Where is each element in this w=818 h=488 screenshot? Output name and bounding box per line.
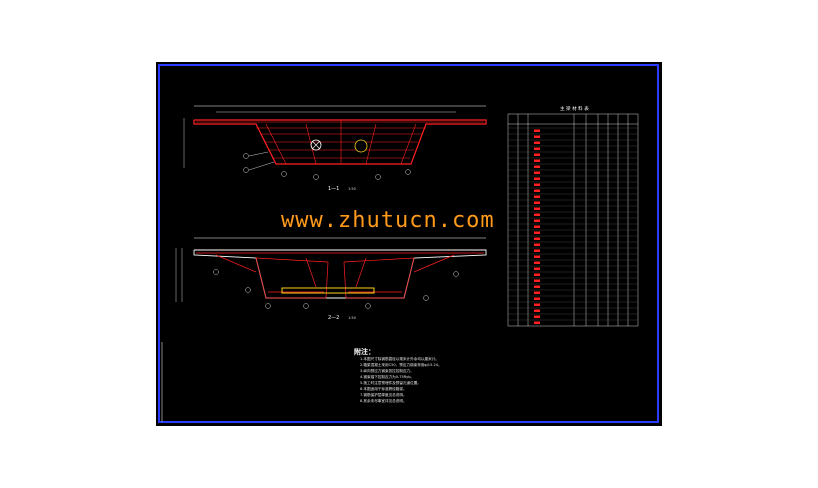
section-2-scale: 1:50 xyxy=(348,316,356,320)
table-rebar-sketch xyxy=(534,303,540,306)
note-line: 6.本图适用于标准跨径箱梁。 xyxy=(360,387,407,391)
table-rebar-sketch xyxy=(534,183,540,186)
table-rebar-sketch xyxy=(534,267,540,270)
section-1-drawing xyxy=(183,105,487,180)
section-2-label: 2—2 xyxy=(328,315,340,321)
note-line: 5.施工时注意预埋件及预留孔道位置。 xyxy=(360,381,421,385)
notes-title: 附注： xyxy=(354,348,375,356)
table-rebar-sketch xyxy=(534,321,540,324)
watermark: www.zhutucn.com xyxy=(281,208,495,233)
table-rebar-sketch xyxy=(534,165,540,168)
material-table-rows xyxy=(508,127,638,324)
note-line: 3.纵向预应力钢束张拉控制应力。 xyxy=(360,369,414,373)
table-rebar-sketch xyxy=(534,219,540,222)
table-rebar-sketch xyxy=(534,153,540,156)
table-rebar-sketch xyxy=(534,213,540,216)
table-rebar-sketch xyxy=(534,279,540,282)
section-1-scale: 1:50 xyxy=(348,187,356,191)
table-rebar-sketch xyxy=(534,231,540,234)
note-line: 2.箱梁混凝土采用C50，预应力钢束采用φj15.24。 xyxy=(360,363,442,367)
table-rebar-sketch xyxy=(534,207,540,210)
table-rebar-sketch xyxy=(534,177,540,180)
table-rebar-sketch xyxy=(534,171,540,174)
table-rebar-sketch xyxy=(534,285,540,288)
material-table-title: 主 梁 材 料 表 xyxy=(560,107,589,112)
note-line: 1.本图尺寸除钢筋直径以毫米计外余均以厘米计。 xyxy=(360,357,439,361)
table-rebar-sketch xyxy=(534,261,540,264)
table-rebar-sketch xyxy=(534,315,540,318)
note-line: 8.其余未尽事宜详见总说明。 xyxy=(360,399,407,403)
section-1-label: 1—1 xyxy=(328,186,340,192)
cad-drawing xyxy=(158,64,659,423)
table-rebar-sketch xyxy=(534,291,540,294)
note-line: 4.钢束锚下控制应力为0.75Ryb。 xyxy=(360,375,415,379)
table-rebar-sketch xyxy=(534,225,540,228)
table-rebar-sketch xyxy=(534,201,540,204)
table-rebar-sketch xyxy=(534,309,540,312)
table-rebar-sketch xyxy=(534,297,540,300)
table-rebar-sketch xyxy=(534,195,540,198)
drawing-sheet: 1—1 1:50 2—2 1:50 主 梁 材 料 表 附注： 1.本图尺寸除钢… xyxy=(156,62,662,426)
sheet-frame xyxy=(158,64,659,423)
table-rebar-sketch xyxy=(534,249,540,252)
section-2-drawing xyxy=(175,237,487,309)
table-rebar-sketch xyxy=(534,255,540,258)
table-rebar-sketch xyxy=(534,129,540,132)
table-rebar-sketch xyxy=(534,141,540,144)
table-rebar-sketch xyxy=(534,273,540,276)
material-table xyxy=(507,113,639,327)
note-line: 7.钢筋保护层厚度见总说明。 xyxy=(360,393,407,397)
table-rebar-sketch xyxy=(534,159,540,162)
table-rebar-sketch xyxy=(534,135,540,138)
table-rebar-sketch xyxy=(534,147,540,150)
table-rebar-sketch xyxy=(534,243,540,246)
table-rebar-sketch xyxy=(534,237,540,240)
table-rebar-sketch xyxy=(534,189,540,192)
